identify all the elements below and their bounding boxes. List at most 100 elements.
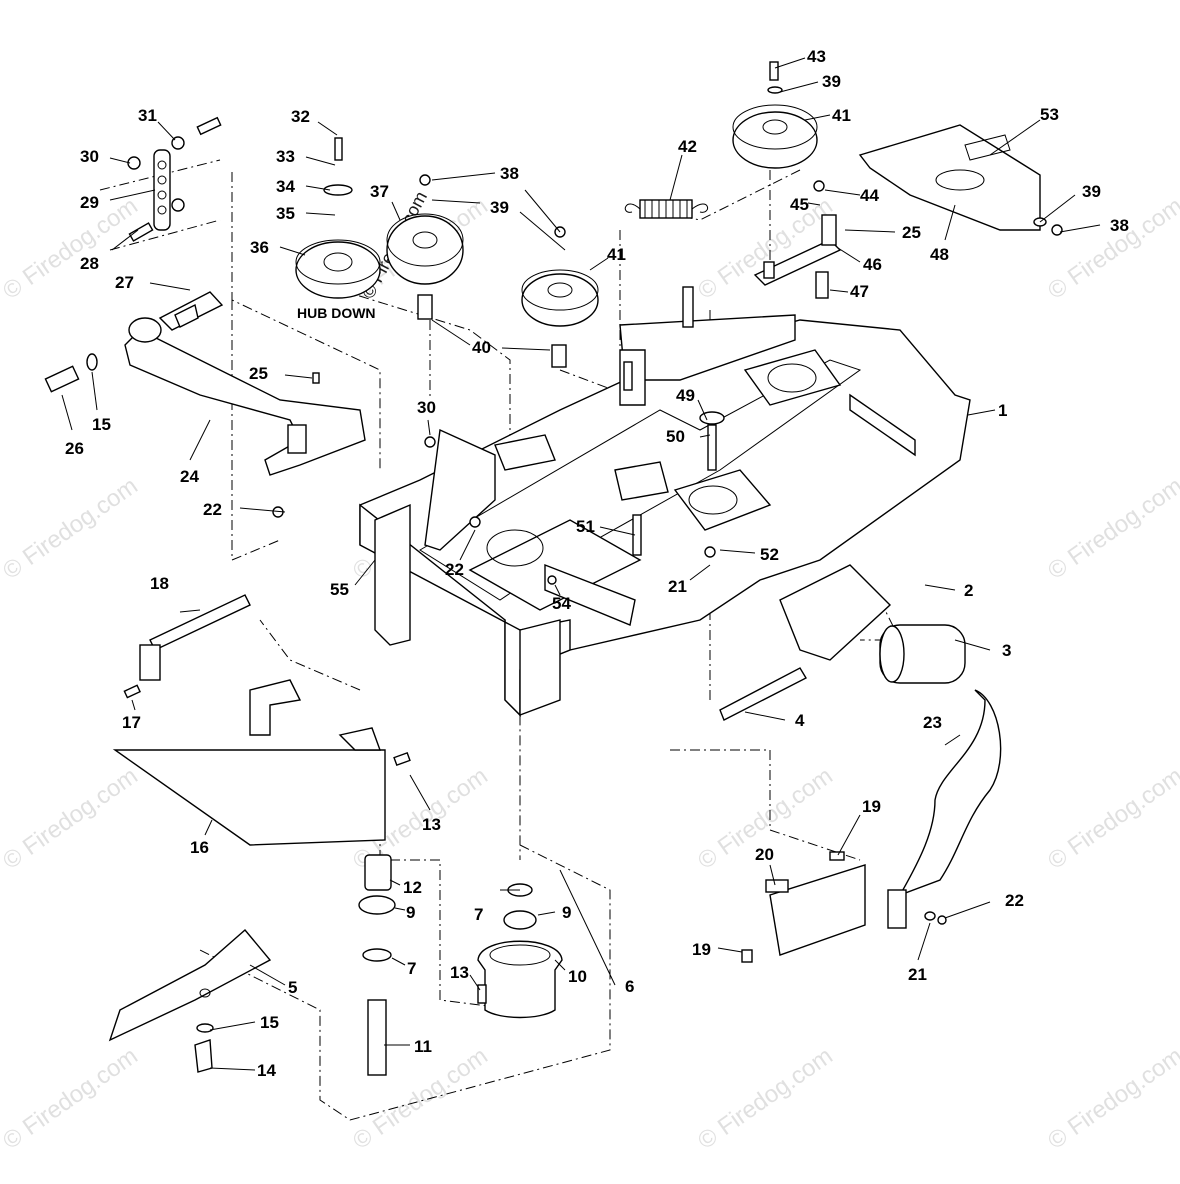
callout-22-3: 22 xyxy=(1005,891,1024,910)
callout-41: 41 xyxy=(607,245,626,264)
callout-34: 34 xyxy=(276,177,295,196)
callout-9-2: 9 xyxy=(562,903,571,922)
callout-21: 21 xyxy=(668,577,687,596)
callout-12: 12 xyxy=(403,878,422,897)
callout-25-2: 25 xyxy=(902,223,921,242)
watermark-text: © Firedog.com xyxy=(0,762,143,875)
callout-53: 53 xyxy=(1040,105,1059,124)
callout-55: 55 xyxy=(330,580,349,599)
hub-down-note: HUB DOWN xyxy=(297,305,376,321)
callout-7: 7 xyxy=(474,905,483,924)
callout-6: 6 xyxy=(625,977,634,996)
callout-41-2: 41 xyxy=(832,106,851,125)
watermark-text: © Firedog.com xyxy=(693,1042,838,1155)
callout-42: 42 xyxy=(678,137,697,156)
callout-38: 38 xyxy=(500,164,519,183)
watermark-layer: © Firedog.com © Firedog.com © Firedog.com ©… xyxy=(0,188,1180,1155)
spring-42 xyxy=(624,199,708,219)
callout-15-2: 15 xyxy=(260,1013,279,1032)
callout-19-2: 19 xyxy=(692,940,711,959)
belt-cover xyxy=(858,124,1041,231)
idler-arm-46 xyxy=(753,214,842,299)
callout-52: 52 xyxy=(760,545,779,564)
callout-49: 49 xyxy=(676,386,695,405)
callout-43: 43 xyxy=(807,47,826,66)
mower-deck xyxy=(359,286,971,717)
pulley-41-right xyxy=(732,61,818,169)
watermark-text: © Firedog.com xyxy=(1043,1042,1180,1155)
callout-16: 16 xyxy=(190,838,209,857)
callout-32: 32 xyxy=(291,107,310,126)
pulley-37 xyxy=(386,213,464,320)
callout-54: 54 xyxy=(552,594,571,613)
callout-21-2: 21 xyxy=(908,965,927,984)
leader-lines xyxy=(61,57,1101,1071)
link-chain-29 xyxy=(153,149,171,231)
callout-5: 5 xyxy=(288,978,297,997)
callout-11: 11 xyxy=(414,1037,432,1056)
callout-45: 45 xyxy=(790,195,809,214)
callout-14: 14 xyxy=(257,1061,276,1080)
callout-51: 51 xyxy=(576,517,595,536)
callout-33: 33 xyxy=(276,147,295,166)
callout-25: 25 xyxy=(249,364,268,383)
callout-19: 19 xyxy=(862,797,881,816)
callout-23: 23 xyxy=(923,713,942,732)
callout-7-2: 7 xyxy=(407,959,416,978)
pulley-41-center xyxy=(521,269,599,368)
callout-28: 28 xyxy=(80,254,99,273)
callout-13-2: 13 xyxy=(450,963,469,982)
discharge-chute-23 xyxy=(887,689,1002,929)
plate-20 xyxy=(765,864,866,956)
callout-10: 10 xyxy=(568,967,587,986)
callout-4: 4 xyxy=(795,711,805,730)
baffle-16 xyxy=(112,679,386,846)
callout-50: 50 xyxy=(666,427,685,446)
callout-31: 31 xyxy=(138,106,157,125)
watermark-text: © Firedog.com xyxy=(1043,192,1180,305)
watermark-text: © Firedog.com xyxy=(0,1042,143,1155)
callout-22-2: 22 xyxy=(445,560,464,579)
callout-29: 29 xyxy=(80,193,99,212)
callout-40: 40 xyxy=(472,338,491,357)
callout-22: 22 xyxy=(203,500,222,519)
callout-39-2: 39 xyxy=(822,72,841,91)
watermark-text: © Firedog.com xyxy=(0,472,143,585)
callout-18: 18 xyxy=(150,574,169,593)
callout-3: 3 xyxy=(1002,641,1011,660)
callout-2: 2 xyxy=(964,581,973,600)
callout-39-3: 39 xyxy=(1082,182,1101,201)
watermark-text: © Firedog.com xyxy=(1043,762,1180,875)
callout-46: 46 xyxy=(863,255,882,274)
callout-26: 26 xyxy=(65,439,84,458)
roller-assembly xyxy=(719,564,966,721)
callout-48: 48 xyxy=(930,245,949,264)
pulley-36 xyxy=(295,137,381,299)
callout-35: 35 xyxy=(276,204,295,223)
callout-27: 27 xyxy=(115,273,134,292)
callout-36: 36 xyxy=(250,238,269,257)
callout-15: 15 xyxy=(92,415,111,434)
callout-17: 17 xyxy=(122,713,141,732)
callout-9: 9 xyxy=(406,903,415,922)
callout-47: 47 xyxy=(850,282,869,301)
hardware xyxy=(44,116,1063,1033)
blade-5 xyxy=(108,929,272,1073)
pivot-rod-18 xyxy=(139,594,251,681)
callout-30: 30 xyxy=(80,147,99,166)
lift-arm-24 xyxy=(124,291,366,476)
callout-20: 20 xyxy=(755,845,774,864)
callout-1: 1 xyxy=(998,401,1007,420)
callout-30-2: 30 xyxy=(417,398,436,417)
watermark-text: © Firedog.com xyxy=(1043,472,1180,585)
callout-39: 39 xyxy=(490,198,509,217)
callout-37: 37 xyxy=(370,182,389,201)
callout-38-2: 38 xyxy=(1110,216,1129,235)
spindle-assembly xyxy=(358,854,563,1076)
callout-24: 24 xyxy=(180,467,199,486)
callout-13: 13 xyxy=(422,815,441,834)
callout-44: 44 xyxy=(860,186,879,205)
